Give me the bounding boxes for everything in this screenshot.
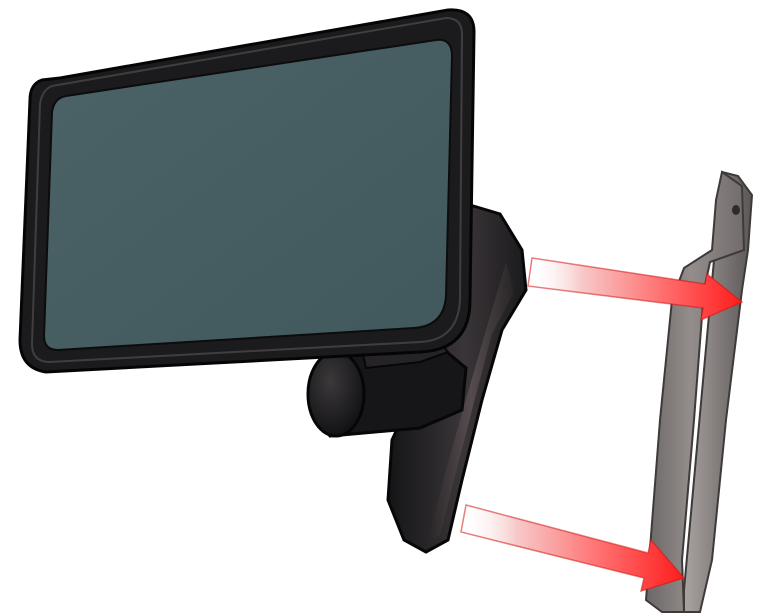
lower-arrow: [461, 505, 684, 591]
mounting-plate: [646, 172, 752, 612]
upper-arrow-shape: [528, 258, 742, 320]
mounting-hole: [732, 205, 740, 215]
arm-knob: [308, 352, 364, 436]
upper-arrow: [528, 258, 742, 320]
lower-arrow-shape: [461, 505, 684, 591]
mirror-head: [20, 10, 474, 372]
